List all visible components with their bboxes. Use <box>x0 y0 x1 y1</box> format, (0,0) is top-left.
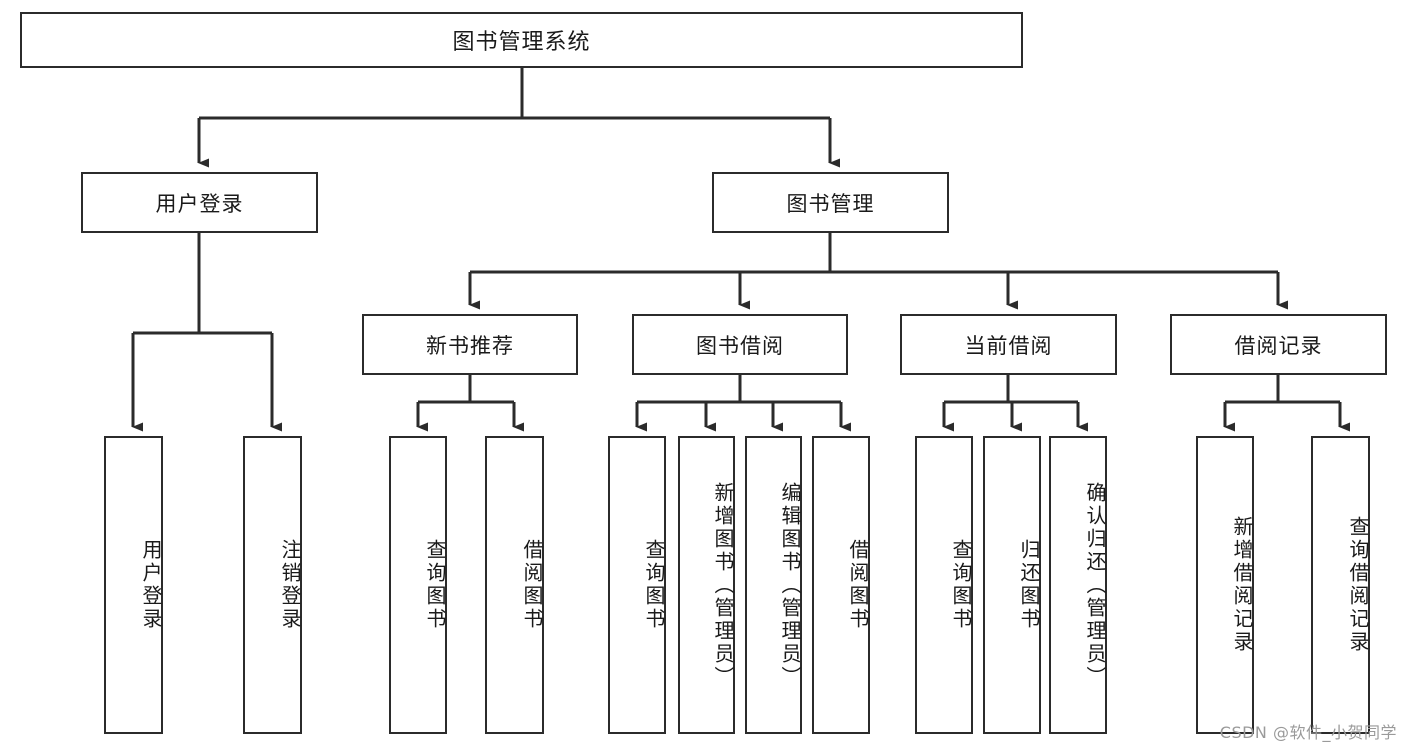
node-current-borrow-label: 当前借阅 <box>964 333 1053 358</box>
leaf-edit-book-admin[interactable]: 编辑图书（管理员） <box>745 436 802 734</box>
leaf-borrow-book-recommend-label: 借阅图书 <box>520 539 544 631</box>
leaf-add-book-admin-label: 新增图书（管理员） <box>711 481 735 689</box>
node-current-borrow[interactable]: 当前借阅 <box>900 314 1117 375</box>
leaf-query-book-current[interactable]: 查询图书 <box>915 436 973 734</box>
node-book-borrow-label: 图书借阅 <box>696 333 784 358</box>
leaf-query-book-recommend[interactable]: 查询图书 <box>389 436 447 734</box>
leaf-query-book-current-label: 查询图书 <box>949 539 973 631</box>
leaf-logout-label: 注销登录 <box>278 539 302 631</box>
leaf-query-book-borrow-label: 查询图书 <box>642 539 666 631</box>
node-book-borrow[interactable]: 图书借阅 <box>632 314 848 375</box>
leaf-query-borrow-record-label: 查询借阅记录 <box>1346 516 1370 654</box>
leaf-query-book-borrow[interactable]: 查询图书 <box>608 436 666 734</box>
leaf-logout[interactable]: 注销登录 <box>243 436 302 734</box>
leaf-confirm-return-admin-label: 确认归还（管理员） <box>1083 481 1107 689</box>
leaf-borrow-book-label: 借阅图书 <box>846 539 870 631</box>
node-book-management[interactable]: 图书管理 <box>712 172 949 233</box>
node-book-management-label: 图书管理 <box>786 191 875 216</box>
node-root-label: 图书管理系统 <box>452 30 591 55</box>
leaf-borrow-book-recommend[interactable]: 借阅图书 <box>485 436 544 734</box>
leaf-borrow-book[interactable]: 借阅图书 <box>812 436 870 734</box>
leaf-user-login-label: 用户登录 <box>139 539 163 631</box>
leaf-query-borrow-record[interactable]: 查询借阅记录 <box>1311 436 1370 734</box>
node-borrow-record-label: 借阅记录 <box>1234 333 1323 358</box>
leaf-edit-book-admin-label: 编辑图书（管理员） <box>778 481 802 689</box>
leaf-return-book[interactable]: 归还图书 <box>983 436 1041 734</box>
node-user-login[interactable]: 用户登录 <box>81 172 318 233</box>
leaf-user-login[interactable]: 用户登录 <box>104 436 163 734</box>
leaf-confirm-return-admin[interactable]: 确认归还（管理员） <box>1049 436 1107 734</box>
watermark: CSDN @软件_小贺同学 <box>1219 723 1397 742</box>
node-root[interactable]: 图书管理系统 <box>20 12 1023 68</box>
node-new-book-recommend-label: 新书推荐 <box>426 333 514 358</box>
leaf-add-book-admin[interactable]: 新增图书（管理员） <box>678 436 735 734</box>
leaf-query-book-recommend-label: 查询图书 <box>423 539 447 631</box>
leaf-add-borrow-record[interactable]: 新增借阅记录 <box>1196 436 1254 734</box>
leaf-return-book-label: 归还图书 <box>1017 539 1041 631</box>
node-user-login-label: 用户登录 <box>155 191 244 216</box>
node-borrow-record[interactable]: 借阅记录 <box>1170 314 1387 375</box>
node-new-book-recommend[interactable]: 新书推荐 <box>362 314 578 375</box>
leaf-add-borrow-record-label: 新增借阅记录 <box>1230 516 1254 654</box>
